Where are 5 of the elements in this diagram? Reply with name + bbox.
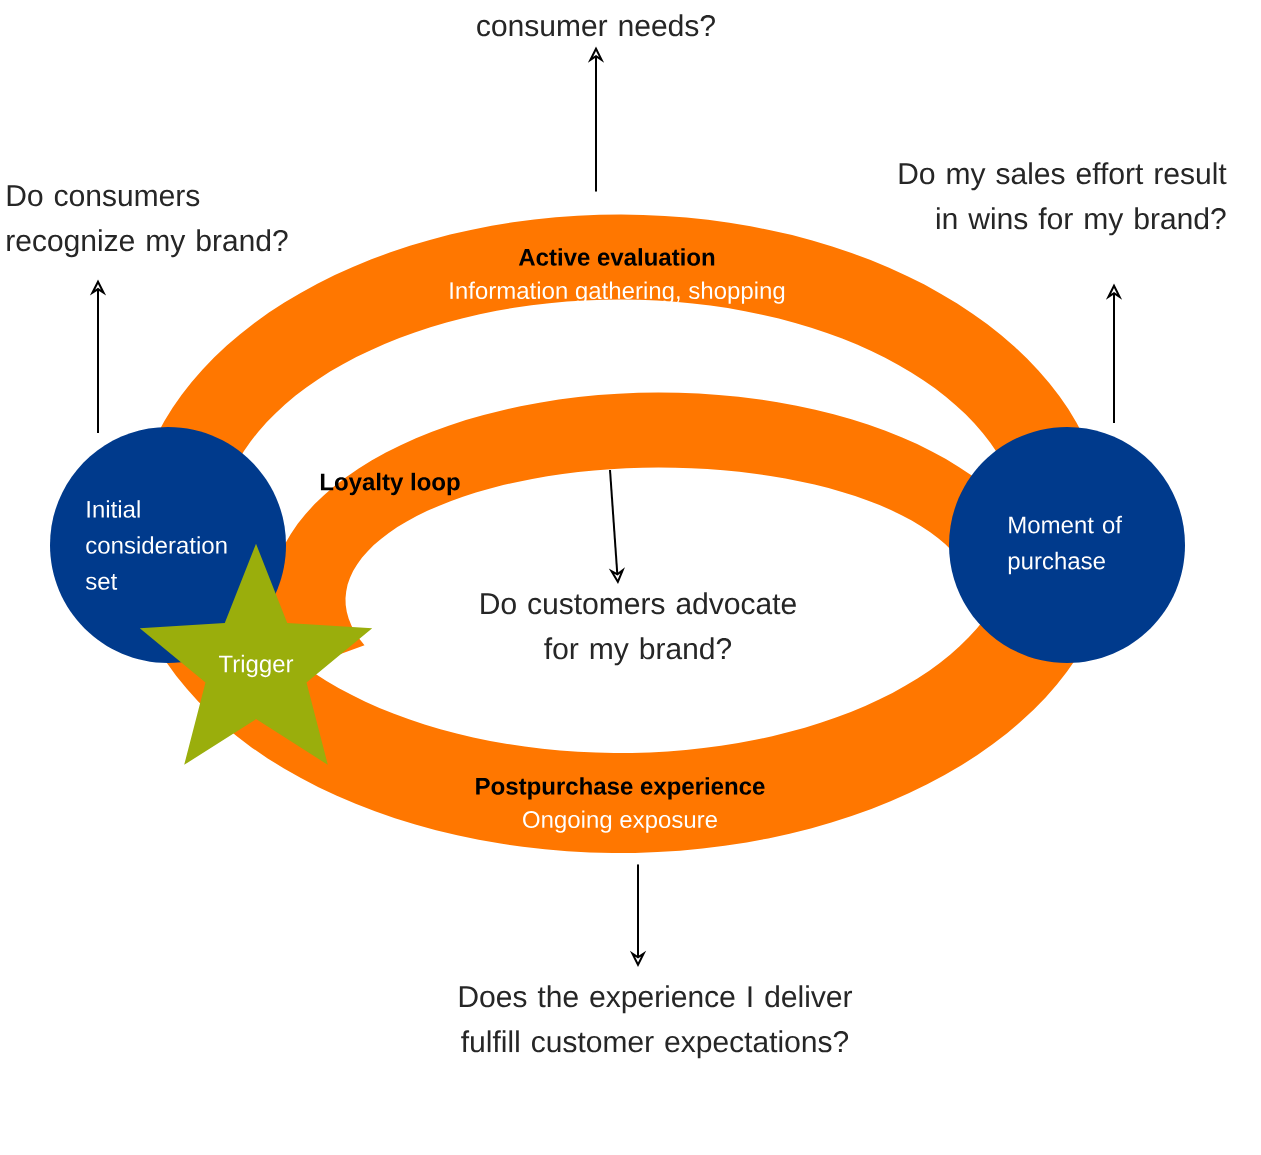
question-text: consumer needs? [477,14,715,37]
node-label: Active evaluation [518,248,715,266]
question-text: Do customers advocate for my brand? [481,592,796,666]
question-text: Does the experience I deliver fulfill customer expectations? [459,985,853,1059]
node-label: Information gathering, shopping [450,281,785,304]
